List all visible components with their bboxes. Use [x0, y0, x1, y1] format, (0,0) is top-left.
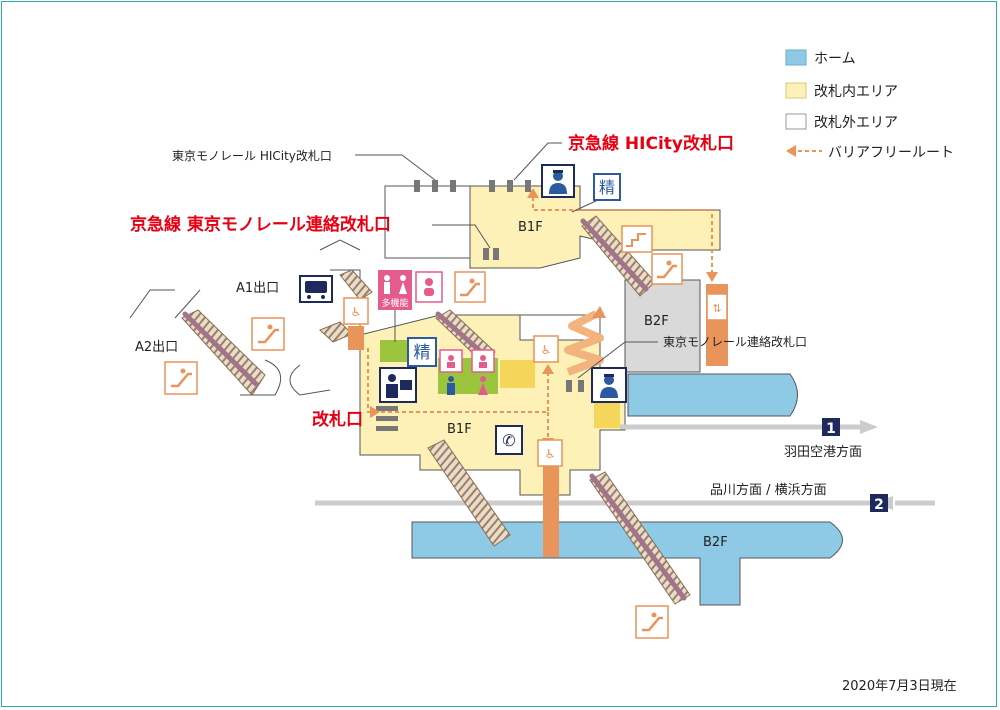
tracks: 1 羽田空港方面 2 品川方面 / 横浜方面: [315, 418, 935, 513]
ticket-office-icon: [379, 367, 417, 403]
legend-route-label: バリアフリールート: [828, 145, 954, 161]
elevator-shaft-lower: [543, 465, 559, 557]
main-gates: [376, 406, 398, 431]
legend-inside-label: 改札内エリア: [814, 84, 898, 100]
elevator-shaft-a1: [348, 326, 364, 350]
upper-b2f-area: B2F: [624, 279, 798, 417]
hicity-gates: [414, 180, 531, 260]
escalator-a2: [182, 311, 259, 387]
escalator-icon-main: [454, 271, 486, 303]
svg-text:⇅: ⇅: [712, 302, 721, 315]
station-staff-icon-lower: [591, 367, 627, 403]
male-toilet-icon: [447, 376, 455, 395]
fare-adjust-text-upper: 精: [599, 178, 615, 197]
female-toilet-icon: [478, 376, 488, 395]
svg-text:✆: ✆: [502, 431, 515, 450]
legend-outside-label: 改札外エリア: [814, 115, 898, 131]
escalator-icon-a1: [251, 317, 285, 351]
exit-a2-label: A2出口: [135, 340, 178, 355]
svg-text:♿: ♿: [541, 343, 552, 357]
legend: ホーム 改札内エリア 改札外エリア バリアフリールート: [785, 49, 954, 161]
escalator-upper: [580, 218, 649, 292]
stairs-to-b2f: [427, 439, 511, 547]
lower-b2f-area: B2F: [411, 521, 843, 606]
b2f-upper-label: B2F: [644, 314, 669, 329]
b1f-upper-label: B1F: [518, 220, 543, 235]
stairs-a1: [339, 269, 373, 301]
track1-number: 1: [826, 421, 836, 437]
multi-toilet-text: 多機能: [381, 297, 408, 309]
fare-adjust-area-green: [380, 340, 410, 362]
yellow-room: [500, 360, 535, 388]
fare-adjustment-icon-main: 精: [407, 337, 437, 367]
keikyu-monorail-gate-label: 京急線 東京モノレール連絡改札口: [130, 214, 391, 235]
station-staff-icon: [541, 164, 575, 198]
fare-adjustment-icon-upper: 精: [593, 173, 621, 201]
escalator-b2f: [589, 473, 687, 601]
phone-icon: ✆: [495, 425, 523, 455]
escalator-icon-upper: [651, 253, 683, 285]
monorail-transfer-gate-label: 東京モノレール連絡改札口: [663, 334, 807, 349]
monorail-transfer-gates: [566, 380, 584, 392]
fare-adjust-text-main: 精: [414, 343, 431, 363]
escalator-icon-b2f: [635, 605, 669, 639]
stairs-escalator-icon-upper: [621, 225, 653, 253]
svg-text:♿: ♿: [545, 447, 556, 461]
ramp-zigzag: [564, 306, 606, 376]
legend-route-arrow: [786, 145, 822, 157]
track2-badge: [870, 494, 888, 512]
track1-destination: 羽田空港方面: [784, 444, 862, 460]
legend-outside-swatch: [785, 113, 807, 130]
escalator-icon-a2: [164, 361, 198, 395]
elevator-wheelchair-icon-lower: ♿: [537, 439, 563, 467]
b1f-lower-label: B1F: [447, 422, 472, 437]
date-stamp: 2020年7月3日現在: [842, 679, 957, 694]
elevator-wheelchair-icon-a1: ♿: [343, 297, 369, 325]
b2f-lower-label: B2F: [703, 535, 728, 550]
legend-platform-label: ホーム: [814, 51, 856, 67]
multi-toilet-icon: 多機能: [378, 270, 412, 310]
yellow-room-2: [594, 402, 620, 428]
track2-number: 2: [874, 497, 884, 513]
exit-outlines: [129, 239, 361, 396]
legend-platform-swatch: [785, 49, 807, 66]
exit-a1-label: A1出口: [236, 281, 279, 296]
keikyu-hicity-gate-label: 京急線 HICity改札口: [568, 133, 734, 154]
svg-text:♿: ♿: [351, 305, 362, 319]
monorail-hicity-gate-label: 東京モノレール HICity改札口: [172, 149, 332, 163]
toilet-icons: [439, 349, 495, 395]
stairs-a1-lower: [319, 321, 353, 343]
main-gate-label: 改札口: [312, 409, 363, 430]
bus-icon: [299, 275, 333, 303]
track2-destination: 品川方面 / 横浜方面: [710, 482, 827, 498]
elevator-upper-icon: ⇅: [706, 293, 728, 321]
legend-inside-swatch: [785, 82, 807, 99]
baby-room-icon: [415, 271, 443, 303]
elevator-wheelchair-icon-main: ♿: [533, 335, 559, 363]
track1-badge: [822, 418, 840, 436]
